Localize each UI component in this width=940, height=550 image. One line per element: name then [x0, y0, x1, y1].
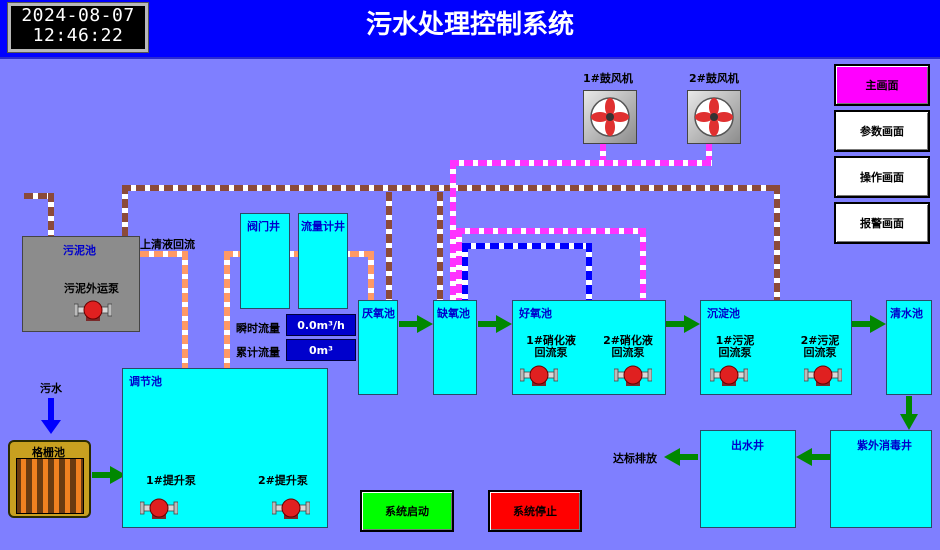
grid-to-regulating-arrow: [92, 466, 126, 484]
sludge-tank: 污泥池: [22, 236, 140, 332]
valve-well: 阀门井: [240, 213, 290, 309]
clear-water-tank: 清水池: [886, 300, 932, 395]
nav-params-button[interactable]: 参数画面: [834, 110, 930, 152]
nav-main-button[interactable]: 主画面: [834, 64, 930, 106]
header-bar: 2024-08-07 12:46:22 污水处理控制系统: [0, 0, 940, 57]
instant-flow-value: 0.0m³/h: [286, 314, 356, 336]
uv-to-outlet-arrow: [796, 448, 830, 466]
lift-pump2-label: 2#提升泵: [258, 474, 308, 487]
sludge-out-pump[interactable]: [74, 298, 112, 322]
pipe-lift-to-anaerobic: [368, 251, 374, 301]
nitrify-return-pump-2[interactable]: [614, 363, 652, 387]
anaerobic-to-anoxic-arrow: [399, 315, 433, 333]
clear-water-tank-label: 清水池: [890, 307, 923, 320]
nav-operation-button[interactable]: 操作画面: [834, 156, 930, 198]
pipe-air-to-aerobic: [640, 228, 646, 300]
clear-to-uv-arrow: [900, 396, 918, 430]
blower-fan-2[interactable]: [687, 90, 741, 144]
outlet-discharge-arrow: [664, 448, 698, 466]
aerobic-tank-label: 好氧池: [519, 307, 552, 320]
pipe-air-to-anoxic: [450, 160, 456, 300]
discharge-label: 达标排放: [613, 452, 657, 465]
supernatant-return-label: 上清液回流: [140, 238, 195, 251]
nav-alarm-button[interactable]: 报警画面: [834, 202, 930, 244]
system-stop-button[interactable]: 系统停止: [488, 490, 582, 532]
grid-tank: 格栅池: [8, 440, 91, 518]
grid-tank-label: 格栅池: [32, 446, 65, 459]
pipe-brown-to-anaerobic: [386, 192, 392, 300]
nitrify-return-pump-1[interactable]: [520, 363, 558, 387]
pipe-air-aerobic-left: [456, 228, 462, 300]
pipe-brown-to-anoxic: [437, 192, 443, 300]
nitrify-pump2-label: 2#硝化液回流泵: [603, 334, 653, 359]
date-text: 2024-08-07: [21, 5, 135, 26]
lift-pump-2[interactable]: [272, 496, 310, 520]
grid-screen: [16, 458, 84, 514]
pipe-air-fan1: [600, 142, 606, 166]
pipe-nitrify-top: [462, 243, 592, 249]
fan1-label: 1#鼓风机: [583, 72, 633, 85]
pipe-sludge-return-right-drop: [774, 185, 780, 365]
page-title: 污水处理控制系统: [365, 10, 574, 40]
sludge-tank-label: 污泥池: [63, 244, 96, 257]
sludge-return-pump-1[interactable]: [710, 363, 748, 387]
sewage-inflow-arrow: [41, 398, 61, 434]
blower-fan-1[interactable]: [583, 90, 637, 144]
regulating-tank-label: 调节池: [129, 375, 162, 388]
nitrify-pump1-label: 1#硝化液回流泵: [526, 334, 576, 359]
fan-icon: [590, 97, 630, 137]
sludge-return-pump-2[interactable]: [804, 363, 842, 387]
pipe-nitrify-left: [462, 243, 468, 300]
sludge-return-pump1-label: 1#污泥回流泵: [715, 334, 755, 359]
total-flow-label: 累计流量: [236, 346, 280, 359]
pipe-supernatant-drop: [182, 251, 188, 369]
flow-meter-well: 流量计井: [298, 213, 348, 309]
time-text: 12:46:22: [32, 25, 124, 46]
sludge-out-pump-label: 污泥外运泵: [64, 282, 119, 295]
fan2-label: 2#鼓风机: [689, 72, 739, 85]
total-flow-value: 0m³: [286, 339, 356, 361]
anaerobic-tank: 厌氧池: [358, 300, 398, 395]
uv-disinfection-well: 紫外消毒井: [830, 430, 932, 528]
flow-meter-well-label: 流量计井: [301, 220, 345, 233]
pipe-sludge-return-left-drop: [122, 185, 128, 240]
pipe-air-header: [450, 160, 712, 166]
sedimentation-tank-label: 沉淀池: [707, 307, 740, 320]
process-area: [0, 57, 940, 550]
lift-pump1-label: 1#提升泵: [146, 474, 196, 487]
anoxic-tank: 缺氧池: [433, 300, 477, 395]
fan-icon: [694, 97, 734, 137]
pipe-air-aerobic-top: [456, 228, 646, 234]
valve-well-label: 阀门井: [247, 220, 280, 233]
uv-well-label: 紫外消毒井: [857, 439, 912, 452]
pipe-supernatant: [140, 251, 188, 257]
anaerobic-tank-label: 厌氧池: [362, 307, 395, 320]
sludge-return-pump2-label: 2#污泥回流泵: [800, 334, 840, 359]
outlet-well: 出水井: [700, 430, 796, 528]
datetime-display: 2024-08-07 12:46:22: [7, 2, 149, 53]
system-start-button[interactable]: 系统启动: [360, 490, 454, 532]
aerobic-to-sedimentation-arrow: [666, 315, 700, 333]
pipe-air-fan2: [706, 142, 712, 166]
anoxic-tank-label: 缺氧池: [437, 307, 470, 320]
instant-flow-label: 瞬时流量: [236, 322, 280, 335]
lift-pump-1[interactable]: [140, 496, 178, 520]
sedimentation-to-clear-arrow: [852, 315, 886, 333]
sewage-label: 污水: [40, 382, 62, 395]
anoxic-to-aerobic-arrow: [478, 315, 512, 333]
outlet-well-label: 出水井: [731, 439, 764, 452]
pipe-sludge-inlet: [24, 193, 54, 199]
